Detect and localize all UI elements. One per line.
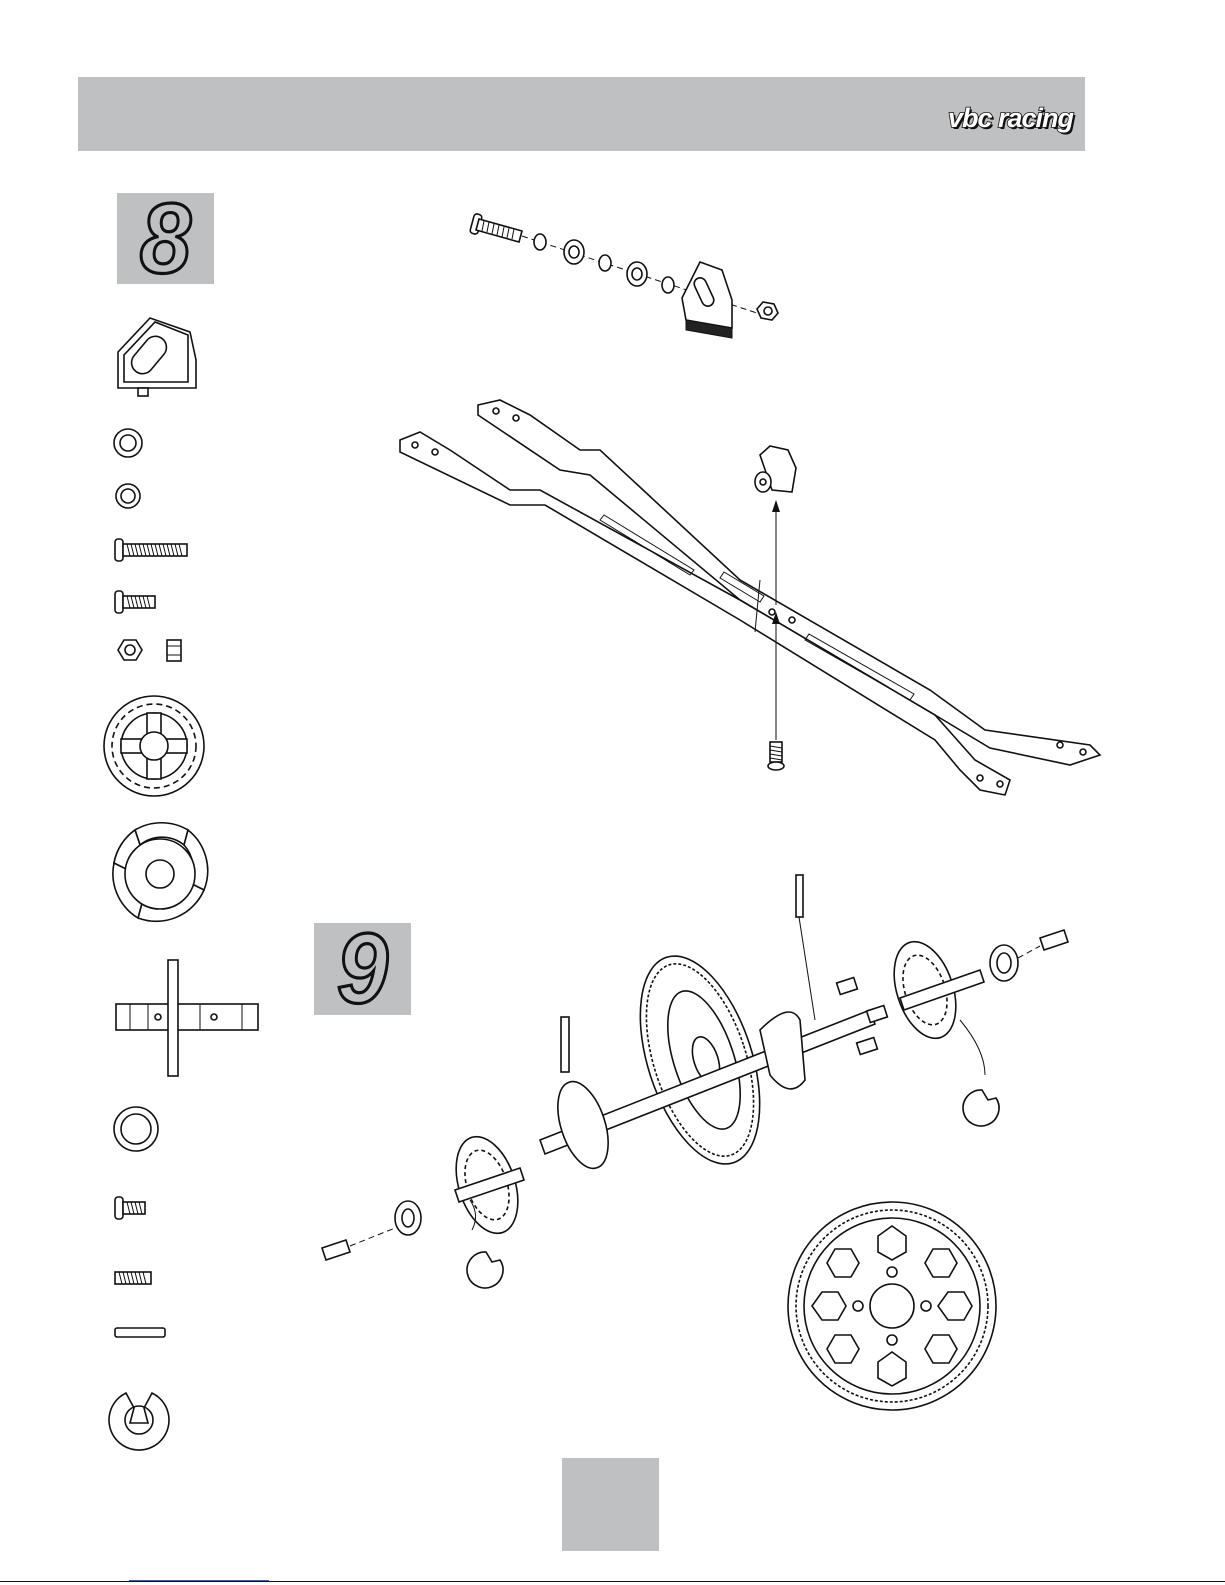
part-pulley — [104, 696, 204, 796]
part-screw-long — [115, 539, 187, 561]
part-screw-small — [115, 1197, 145, 1219]
part-bearing — [114, 1107, 158, 1151]
step-8-assembly — [400, 213, 1100, 795]
part-pin — [115, 1328, 165, 1337]
step-9-assembly — [322, 875, 1068, 1410]
page-number-box — [562, 1458, 659, 1551]
spur-gear-front-view — [788, 1202, 996, 1410]
part-nut — [118, 640, 181, 661]
footer-rule — [0, 1581, 1225, 1582]
part-shaft — [116, 960, 258, 1076]
part-bracket — [118, 318, 196, 396]
part-cam-plate — [113, 823, 208, 922]
parts-list — [104, 318, 258, 1450]
part-washer-small — [116, 484, 140, 508]
part-washer-large — [114, 429, 142, 457]
part-screw-short — [115, 591, 155, 613]
part-e-clip — [109, 1393, 169, 1450]
part-set-screw — [115, 1272, 151, 1284]
